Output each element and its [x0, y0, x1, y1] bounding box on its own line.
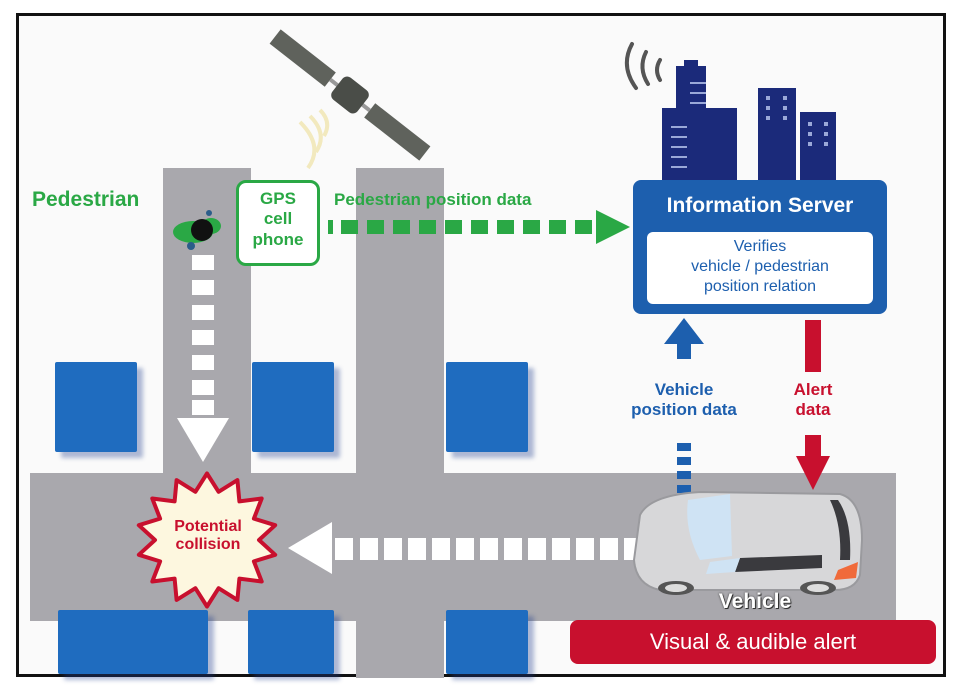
signal-waves-icon: [624, 42, 662, 90]
buildings-icon: [662, 60, 836, 188]
gps-phone-box: GPS cell phone: [236, 180, 320, 266]
gps-signal-icon: [298, 108, 330, 170]
server-desc-line3: position relation: [703, 278, 817, 295]
collision-line2: collision: [175, 536, 241, 554]
city-block: [252, 362, 334, 452]
car-icon: [632, 490, 864, 595]
collision-label: Potential collision: [140, 518, 276, 555]
server-description-box: Verifies vehicle / pedestrian position r…: [647, 232, 873, 304]
alert-data-line2: data: [795, 399, 831, 419]
alert-data-label: Alert data: [780, 380, 846, 419]
vehicle-data-line2: position data: [631, 399, 737, 419]
vehicle-path-arrow: [288, 522, 638, 574]
pedestrian-path-arrow: [177, 255, 229, 462]
gps-phone-line1: GPS: [260, 189, 296, 208]
server-description: Verifies vehicle / pedestrian position r…: [647, 237, 873, 297]
pedestrian-icon: [173, 210, 221, 250]
server-title: Information Server: [666, 194, 854, 217]
alert-data-line1: Alert: [793, 380, 833, 399]
vehicle-data-label: Vehicle position data: [608, 380, 760, 419]
collision-line1: Potential: [174, 518, 242, 535]
satellite-icon: [269, 29, 431, 161]
vehicle-label: Vehicle: [718, 590, 792, 613]
city-block: [446, 362, 528, 452]
vehicle-data-line1: Vehicle: [654, 380, 714, 399]
collision-burst-icon: [136, 471, 278, 609]
alert-banner: Visual & audible alert: [570, 620, 936, 664]
pedestrian-data-arrow: [328, 210, 630, 244]
city-block: [248, 610, 334, 674]
alert-banner-text: Visual & audible alert: [649, 629, 857, 654]
alert-data-arrow: [796, 320, 830, 490]
information-server-box: Information Server Verifies vehicle / pe…: [633, 180, 887, 314]
pedestrian-label: Pedestrian: [32, 188, 140, 211]
gps-phone-line3: phone: [252, 229, 304, 249]
pedestrian-data-label: Pedestrian position data: [334, 190, 532, 209]
server-desc-line1: Verifies: [733, 238, 787, 255]
city-block: [446, 610, 528, 674]
gps-phone-line2: cell: [263, 209, 293, 229]
vehicle-data-arrow: [664, 318, 704, 493]
server-desc-line2: vehicle / pedestrian: [691, 258, 829, 275]
gps-phone-label: GPS cell phone: [239, 189, 317, 250]
city-block: [55, 362, 137, 452]
city-block: [58, 610, 208, 674]
